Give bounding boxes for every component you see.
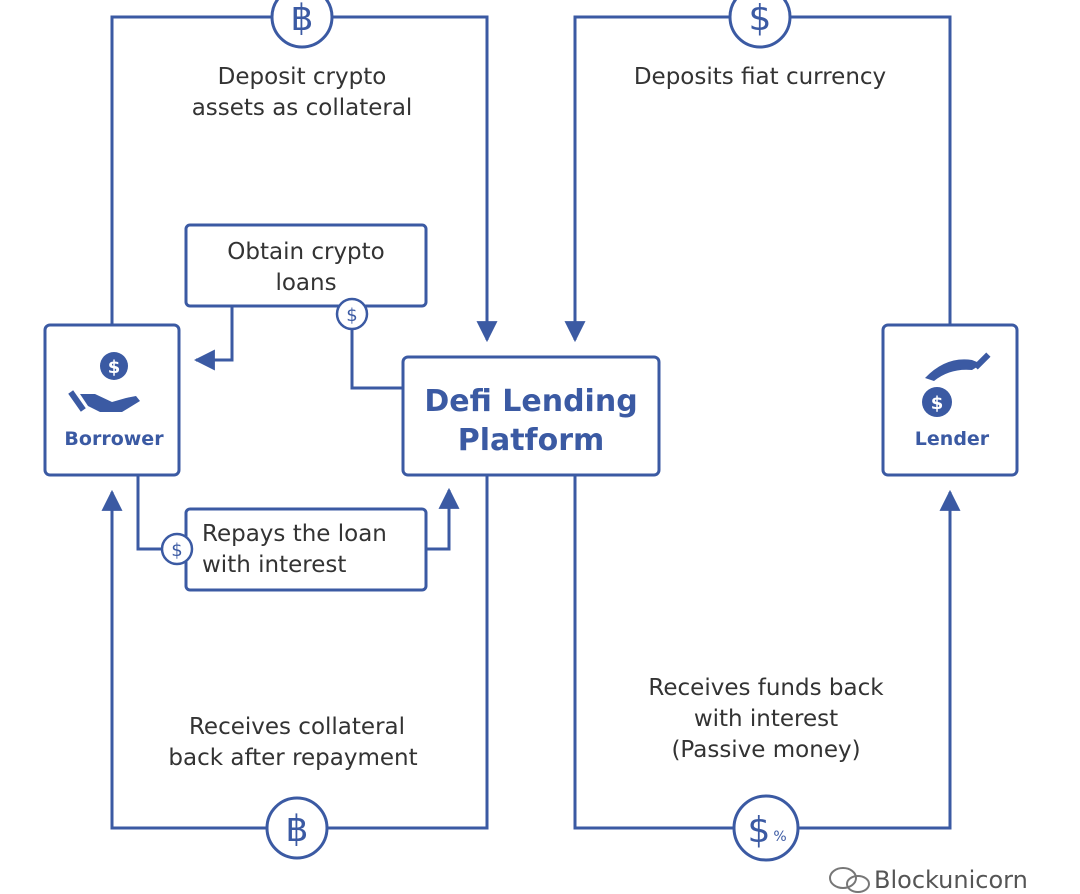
- bitcoin-icon: ฿: [286, 809, 309, 850]
- percent-icon: %: [773, 829, 786, 845]
- collateral-back-line1: Receives collateral: [189, 714, 405, 740]
- wechat-icon: [829, 867, 870, 893]
- deposit-collateral-line2: assets as collateral: [192, 95, 413, 121]
- obtain-loans-link: [350, 315, 404, 390]
- collateral-back-line2: back after repayment: [168, 745, 417, 771]
- deposit-fiat-line1: Deposits fiat currency: [634, 64, 886, 90]
- dollar-icon: $: [749, 0, 772, 39]
- repay-loan-line1: Repays the loan: [202, 521, 387, 547]
- dollar-icon: $: [171, 540, 182, 561]
- funds-back-line2: with interest: [694, 706, 838, 732]
- dollar-badge-repay: $: [160, 532, 194, 566]
- watermark-text: Blockunicorn: [874, 866, 1028, 894]
- borrower-box: [43, 323, 181, 477]
- borrower-label: Borrower: [64, 428, 164, 450]
- svg-text:$: $: [108, 357, 121, 378]
- funds-back-line3: (Passive money): [671, 737, 860, 763]
- bitcoin-icon: ฿: [291, 0, 314, 39]
- platform-title-line1: Defi Lending: [424, 384, 637, 419]
- dollar-icon: $: [346, 305, 357, 326]
- dollar-icon: $: [748, 810, 771, 851]
- dollar-percent-badge-bottom: $ %: [732, 794, 800, 862]
- svg-text:$: $: [931, 393, 944, 414]
- lender-label: Lender: [915, 428, 990, 450]
- platform-box: [401, 355, 661, 477]
- platform-title-line2: Platform: [458, 423, 605, 458]
- repay-loan-arrow: [426, 487, 460, 551]
- obtain-loans-box: [184, 223, 428, 308]
- dollar-badge-obtain: $: [335, 297, 369, 331]
- watermark: Blockunicorn: [829, 866, 1028, 894]
- repay-loan-line2: with interest: [202, 552, 346, 578]
- deposit-collateral-line1: Deposit crypto: [218, 64, 387, 90]
- obtain-loans-arrow: [193, 306, 234, 371]
- bitcoin-badge-top: ฿: [270, 0, 334, 49]
- hand-holding-coin-icon: $: [68, 352, 140, 412]
- obtain-loans-line1: Obtain crypto: [227, 239, 385, 265]
- funds-back-line1: Receives funds back: [648, 675, 884, 701]
- funds-back-connector: [573, 475, 961, 830]
- hand-giving-coin-icon: $: [922, 352, 991, 417]
- dollar-badge-top: $: [728, 0, 792, 49]
- bitcoin-badge-bottom: ฿: [265, 796, 329, 860]
- obtain-loans-line2: loans: [275, 270, 336, 296]
